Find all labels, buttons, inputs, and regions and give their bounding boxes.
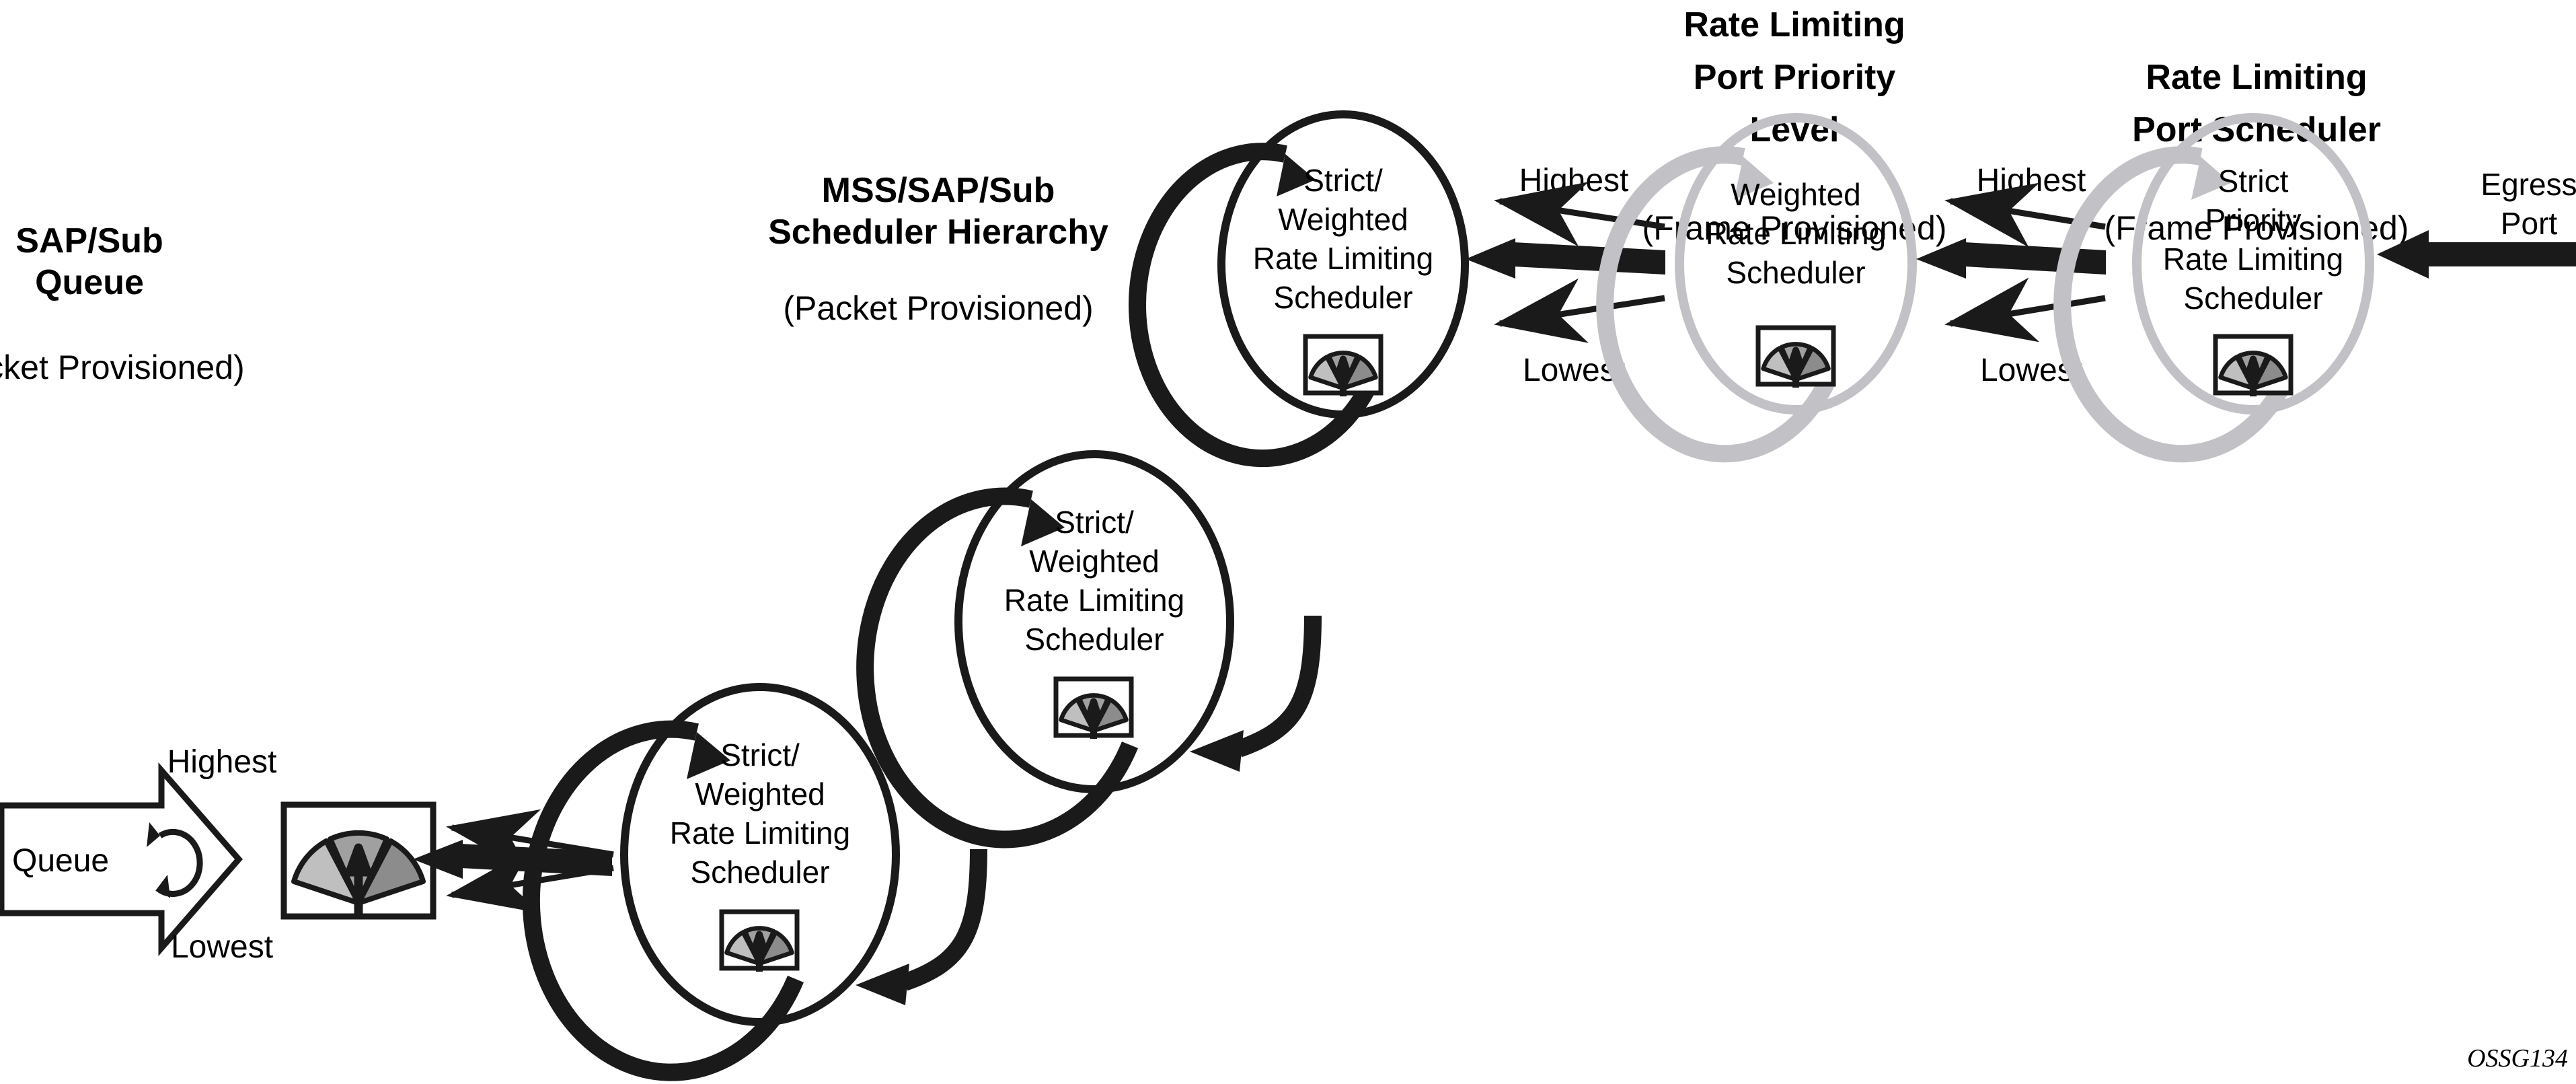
main-flow-arrow-shaft: [1513, 242, 1665, 275]
scheduler-gauge: [1755, 325, 1836, 388]
main-flow-arrow-shaft: [1964, 242, 2106, 275]
recirculation-arc: [856, 487, 1139, 848]
scheduler-node-sched-5[interactable]: Strict Priority Rate Limiting Scheduler: [2053, 113, 2374, 463]
scheduler-line-0: Strict: [2218, 164, 2289, 198]
recirculation-arc: [522, 720, 804, 1081]
scheduler-gauge: [2213, 334, 2294, 397]
queue-block-shape: [0, 762, 243, 957]
header-rate-limiting-port-scheduler: Rate Limiting Port Scheduler (Frame Prov…: [2105, 58, 2409, 247]
recirculation-arrowhead: [2191, 157, 2231, 200]
header-line1: SAP/Sub: [15, 221, 163, 260]
scheduler-line-2: Rate Limiting: [2163, 242, 2343, 277]
scheduler-gauge: [719, 909, 800, 972]
scheduler-line-0: Strict/: [1055, 505, 1134, 540]
connector-arc: [901, 848, 987, 991]
scheduler-line-1: Priority: [2205, 203, 2301, 238]
scheduler-gauge: [1053, 676, 1134, 739]
scheduler-ellipse: [620, 683, 900, 1026]
scheduler-line-3: Scheduler: [690, 855, 829, 890]
scheduler-gauge: [1303, 334, 1384, 397]
header-subtitle: (Packet Provisioned): [0, 349, 245, 386]
recirculation-arc: [1596, 146, 1836, 463]
priority-fan-mid: Highest Lowest: [1466, 163, 1665, 388]
scheduler-line-1: Weighted: [695, 776, 825, 811]
recirculation-arc: [2053, 146, 2294, 463]
header-line1: MSS/SAP/Sub: [822, 171, 1055, 210]
lowest-arrow: [1944, 277, 2106, 342]
egress-line1: Egress: [2480, 167, 2576, 202]
header-rate-limiting-port-priority-level: Rate Limiting Port Priority Level (Frame…: [1642, 5, 1947, 247]
scheduler-line-0: Weighted: [1731, 177, 1861, 212]
scheduler-line-3: Scheduler: [2183, 281, 2322, 316]
queue-gauge: [280, 801, 437, 920]
highest-label: Highest: [1519, 163, 1629, 198]
queue-block[interactable]: Queue: [0, 762, 243, 957]
scheduler-line-0: Strict/: [720, 737, 800, 772]
scheduler-node-sched-2[interactable]: Strict/ Weighted Rate Limiting Scheduler: [856, 450, 1234, 848]
header-subtitle: (Frame Provisioned): [1642, 209, 1947, 247]
highest-label: Highest: [1977, 163, 2086, 198]
connector-arrowhead: [856, 964, 909, 1005]
recirculation-arrowhead: [1734, 157, 1774, 200]
recirculation-arrowhead: [687, 732, 730, 779]
scheduler-node-sched-1[interactable]: Strict/ Weighted Rate Limiting Scheduler: [522, 683, 900, 1081]
scheduler-line-1: Rate Limiting: [1706, 216, 1886, 251]
scheduler-line-2: Rate Limiting: [1253, 241, 1433, 276]
lowest-arrow: [1494, 278, 1665, 343]
main-flow-arrow-head: [1466, 238, 1515, 279]
header-line2: Queue: [35, 263, 144, 302]
header-mss-sap-sub-hierarchy: MSS/SAP/Sub Scheduler Hierarchy (Packet …: [768, 171, 1108, 327]
rate-meter-gauge-icon: [1308, 351, 1378, 397]
scheduler-ellipse: [1217, 110, 1469, 419]
recirculation-arrowhead: [1277, 154, 1316, 196]
rate-meter-gauge-icon: [2218, 351, 2288, 397]
highest-label: Highest: [167, 744, 277, 780]
scheduler-line-2: Rate Limiting: [1004, 583, 1184, 618]
scheduler-line-3: Scheduler: [1273, 280, 1412, 315]
main-flow-arrow-head: [1916, 238, 1966, 279]
scheduler-ellipse: [2132, 113, 2374, 414]
connector-arrowhead: [1190, 730, 1244, 772]
scheduler-node-sched-3[interactable]: Strict/ Weighted Rate Limiting Scheduler: [1129, 110, 1469, 468]
circular-arrow-icon: [147, 822, 203, 898]
egress-arrow-head: [2377, 230, 2429, 279]
header-line1: Rate Limiting: [1683, 5, 1905, 44]
header-line2: Scheduler Hierarchy: [768, 213, 1108, 252]
scheduler-ellipse: [1675, 113, 1917, 414]
egress-line2: Port: [2501, 206, 2558, 241]
header-sap-sub-queue: SAP/Sub Queue (Packet Provisioned): [0, 221, 245, 386]
scheduler-line-2: Rate Limiting: [670, 816, 850, 851]
scheduler-line-3: Scheduler: [1024, 622, 1164, 657]
scheduler-node-sched-4[interactable]: Weighted Rate Limiting Scheduler: [1596, 113, 1917, 463]
lowest-label: Lowest: [171, 929, 273, 965]
recirculation-arc: [1129, 143, 1383, 468]
egress-port-input: Egress Port: [2377, 167, 2576, 279]
egress-arrow-shaft: [2427, 242, 2576, 266]
scheduler-line-2: Scheduler: [1726, 255, 1865, 290]
header-subtitle: (Frame Provisioned): [2105, 209, 2409, 247]
connector-sched3-to-sched2: [1190, 615, 1322, 772]
figure-id-label: OSSG134: [2467, 1044, 2568, 1073]
header-line1: Rate Limiting: [2146, 58, 2367, 97]
connector-arc: [1236, 615, 1322, 758]
rate-meter-gauge-icon: [291, 830, 426, 915]
highest-arrow: [1494, 182, 1665, 247]
scheduler-line-1: Weighted: [1029, 544, 1160, 579]
rate-meter-gauge-icon: [1059, 693, 1129, 739]
header-line2: Port Priority: [1694, 58, 1896, 97]
queue-label: Queue: [12, 843, 109, 879]
rate-meter-gauge-icon: [724, 926, 794, 972]
scheduler-line-1: Weighted: [1278, 202, 1408, 237]
recirculation-arrowhead: [1021, 499, 1065, 546]
header-subtitle: (Packet Provisioned): [783, 289, 1093, 327]
scheduler-line-0: Strict/: [1303, 163, 1383, 198]
connector-sched2-to-sched1: [856, 848, 987, 1005]
rate-meter-gauge-icon: [1761, 342, 1831, 388]
scheduler-ellipse: [954, 450, 1234, 793]
